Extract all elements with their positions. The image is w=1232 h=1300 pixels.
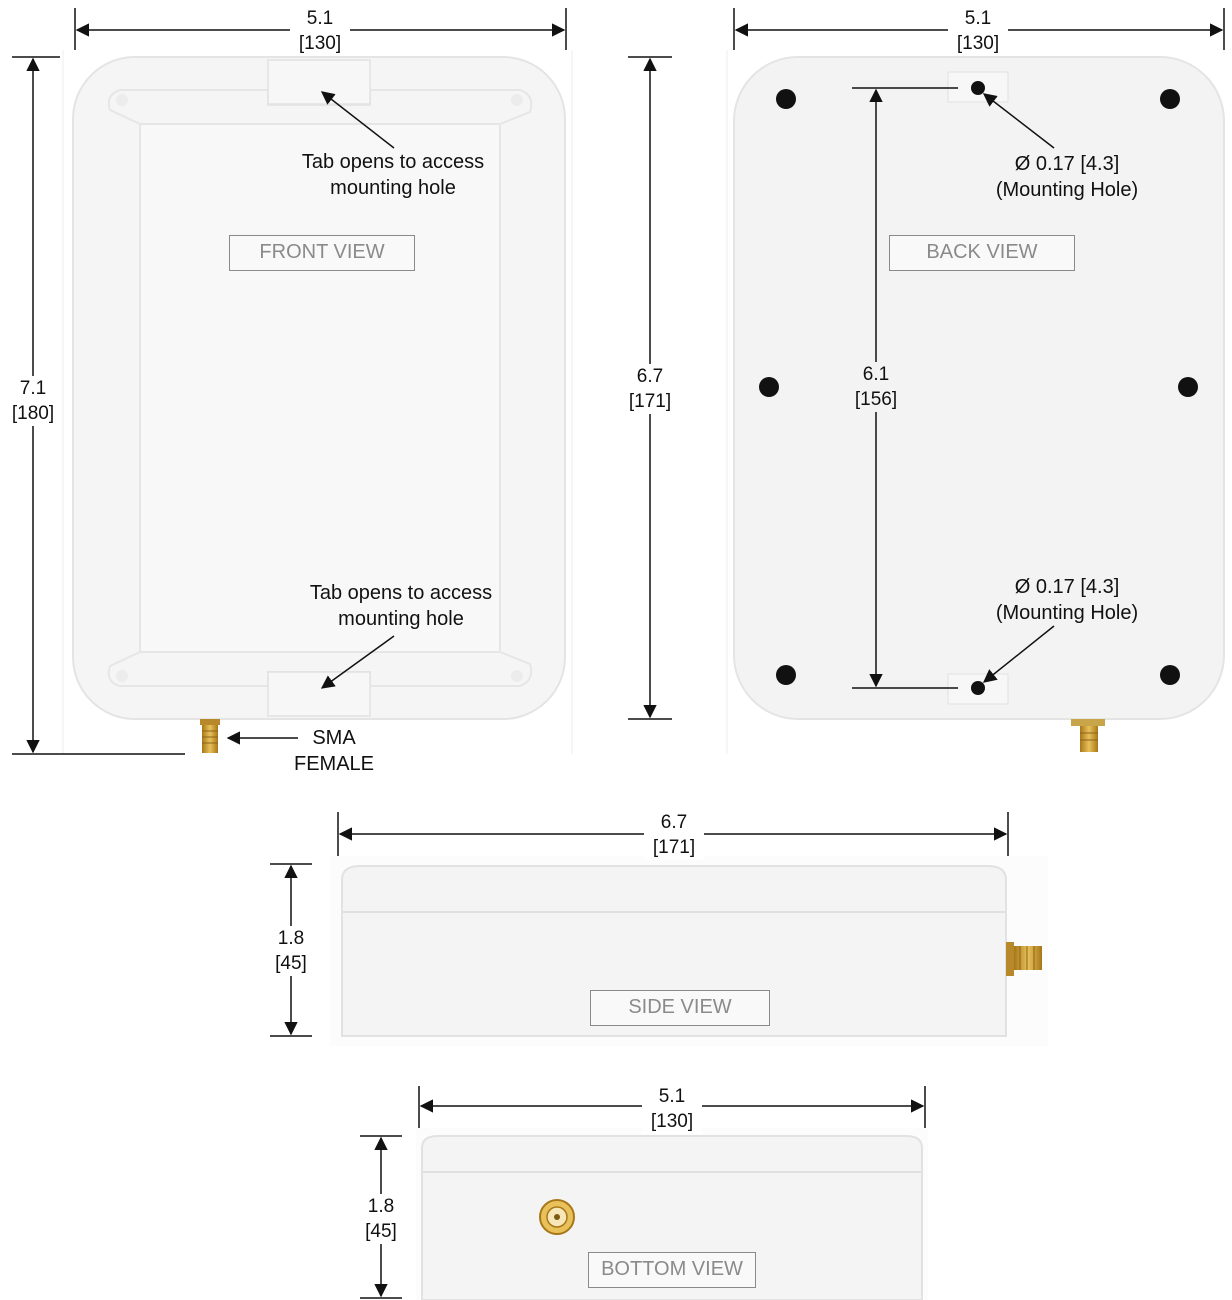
back-top-hole-leader [982,93,1055,149]
bottom-sma-connector [539,1199,575,1235]
side-length-dim-label: 6.7[171] [644,810,704,860]
front-bottom-tab-leader [320,635,395,689]
back-bottom-hole-leader [982,625,1055,683]
bottom-view-label: BOTTOM VIEW [588,1252,756,1288]
back-height-dim-label: 6.7[171] [622,364,678,414]
front-bottom-tab [267,671,371,717]
front-height-dim-label: 7.1[180] [6,376,60,426]
back-width-dim-label: 5.1[130] [948,6,1008,56]
back-view-label: BACK VIEW [889,235,1075,271]
back-mount-hole-bottom [971,681,985,695]
front-sma-connector [200,719,220,753]
back-top-hole-note: Ø 0.17 [4.3](Mounting Hole) [995,153,1139,201]
back-bottom-hole-note: Ø 0.17 [4.3](Mounting Hole) [995,576,1139,624]
bottom-height-dim-label: 1.8[45] [356,1194,406,1244]
back-hole-tl [776,89,796,109]
front-top-tab-leader [320,91,395,149]
side-enclosure [341,865,1007,1037]
back-hole-ml [759,377,779,397]
side-view-label: SIDE VIEW [590,990,770,1026]
front-inner-panel [139,123,501,653]
back-view [628,8,1225,754]
back-hole-tr [1160,89,1180,109]
back-hole-bl [776,665,796,685]
back-hole-mr [1178,377,1198,397]
front-view [12,8,573,755]
side-sma-connector [1006,942,1042,976]
bottom-enclosure [421,1135,923,1300]
back-sma-connector [1071,719,1105,752]
back-mount-hole-top [971,81,985,95]
bottom-view [360,1086,928,1300]
back-hole-br [1160,665,1180,685]
front-width-dim-label: 5.1[130] [290,6,350,56]
front-top-tab [267,59,371,105]
front-recess-outline [107,89,533,125]
hole-spacing-dim-label: 6.1[156] [846,362,906,412]
bottom-width-dim-label: 5.1[130] [642,1084,702,1134]
front-view-label: FRONT VIEW [229,235,415,271]
back-enclosure [733,56,1225,720]
side-height-dim-label: 1.8[45] [264,926,318,976]
